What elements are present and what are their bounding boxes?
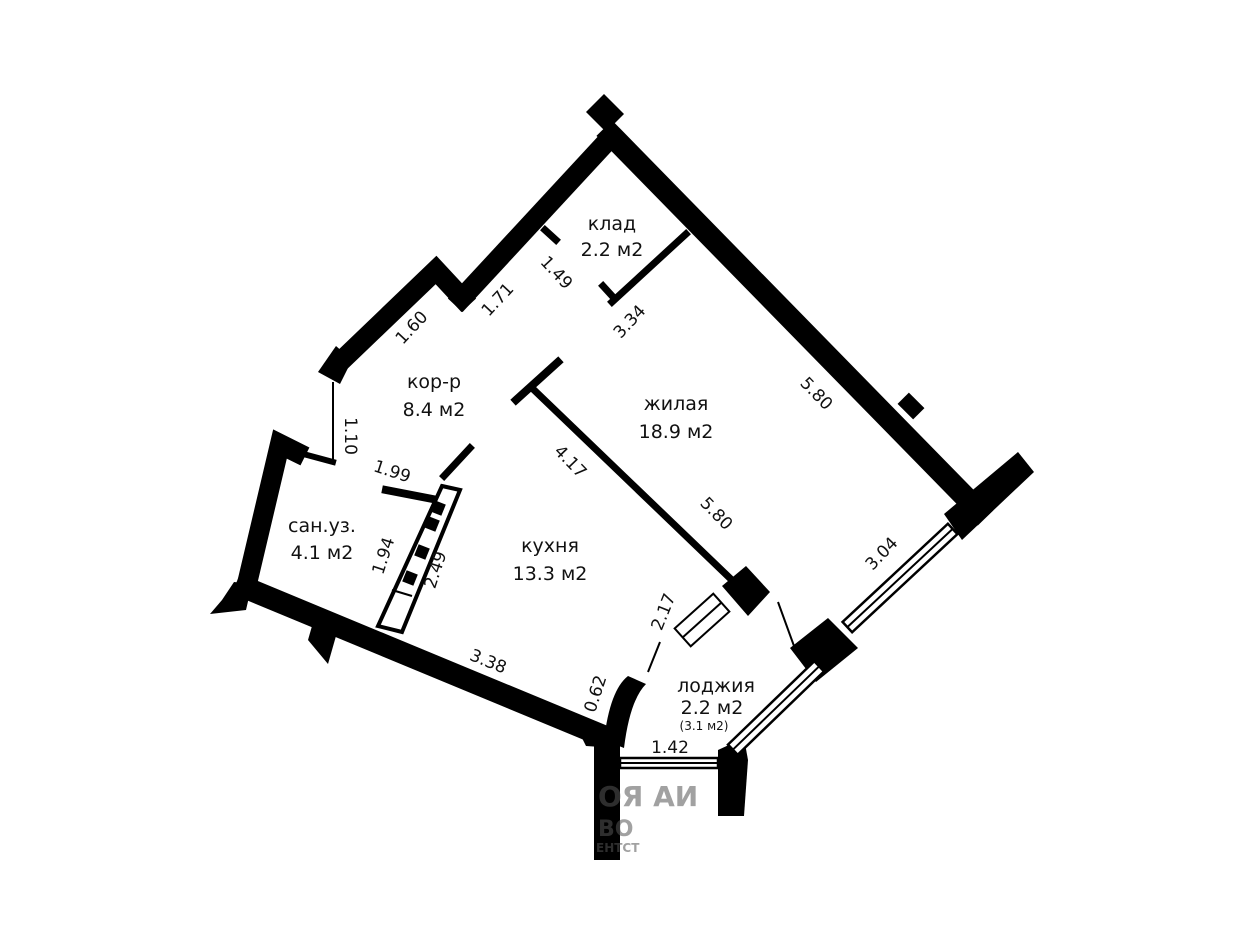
windows	[618, 522, 960, 770]
room-bathroom-area: 4.1 м2	[291, 542, 354, 564]
room-labels: клад 2.2 м2 кор-р 8.4 м2 жилая 18.9 м2 с…	[288, 213, 755, 733]
room-bathroom-name: сан.уз.	[288, 515, 356, 537]
room-living-area: 18.9 м2	[639, 421, 714, 443]
wall-pillar-left	[594, 742, 620, 860]
wall-corner-left	[318, 346, 352, 384]
loggia-door	[777, 601, 795, 647]
window-loggia-side	[726, 659, 826, 757]
wall-living-entry	[510, 356, 564, 406]
wall-kitchen-entry	[439, 443, 475, 481]
dimension-labels: 1.49 1.71 1.60 3.34 5.80 1.10 1.99 4.17 …	[340, 252, 902, 758]
room-corridor-area: 8.4 м2	[403, 399, 466, 421]
dim-5-80-outer: 5.80	[796, 373, 837, 414]
kitchen-loggia-door	[647, 641, 661, 673]
wall-loggia-curve	[604, 676, 646, 748]
watermark-line3: ЕНТСТ	[596, 841, 640, 855]
watermark-line1: ОЯ АИ	[598, 780, 698, 813]
wall-top-right	[596, 120, 994, 526]
dim-1-42: 1.42	[651, 738, 689, 758]
room-kitchen-area: 13.3 м2	[513, 563, 588, 585]
dim-1-49: 1.49	[536, 252, 576, 293]
room-loggia-name: лоджия	[677, 675, 755, 697]
bath-shaft	[375, 483, 463, 635]
watermark-line2: ВО	[598, 817, 633, 842]
dim-3-34: 3.34	[610, 301, 650, 342]
wall-bottom-notch	[308, 626, 336, 664]
wall-loggia-block	[790, 618, 858, 682]
dim-1-10: 1.10	[340, 417, 360, 455]
room-loggia-area: 2.2 м2	[681, 697, 744, 719]
room-corridor-name: кор-р	[407, 371, 461, 393]
room-storage-name: клад	[588, 213, 636, 235]
room-kitchen-name: кухня	[521, 535, 579, 557]
dim-0-62: 0.62	[581, 673, 612, 715]
kitchen-shaft	[673, 592, 731, 648]
window-living	[840, 522, 960, 634]
dim-5-80-inner: 5.80	[696, 493, 737, 534]
dim-4-17: 4.17	[550, 441, 591, 482]
wall-bath-left	[233, 429, 310, 601]
dim-1-94: 1.94	[369, 535, 400, 577]
wall-living-kitchen	[527, 383, 741, 589]
wall-cap-top	[586, 94, 624, 132]
storage-door-jamb-left	[540, 225, 561, 245]
window-loggia-bottom	[618, 756, 720, 770]
room-loggia-area-full: (3.1 м2)	[680, 719, 729, 733]
wall-right-block	[944, 452, 1034, 540]
watermark: ОЯ АИ ВО ЕНТСТ	[596, 780, 698, 855]
room-living-name: жилая	[644, 393, 709, 415]
wall-bottom	[231, 573, 623, 753]
wall-pillar-right	[718, 738, 748, 816]
wall-top-left	[447, 121, 627, 313]
wall-stub-right	[897, 392, 925, 420]
interior-walls	[375, 225, 795, 673]
room-storage-area: 2.2 м2	[581, 239, 644, 261]
wall-storage	[607, 229, 691, 307]
dim-1-99: 1.99	[371, 457, 413, 488]
storage-door-jamb	[598, 281, 619, 303]
wall-notch	[323, 255, 477, 379]
dim-3-04: 3.04	[862, 533, 903, 574]
